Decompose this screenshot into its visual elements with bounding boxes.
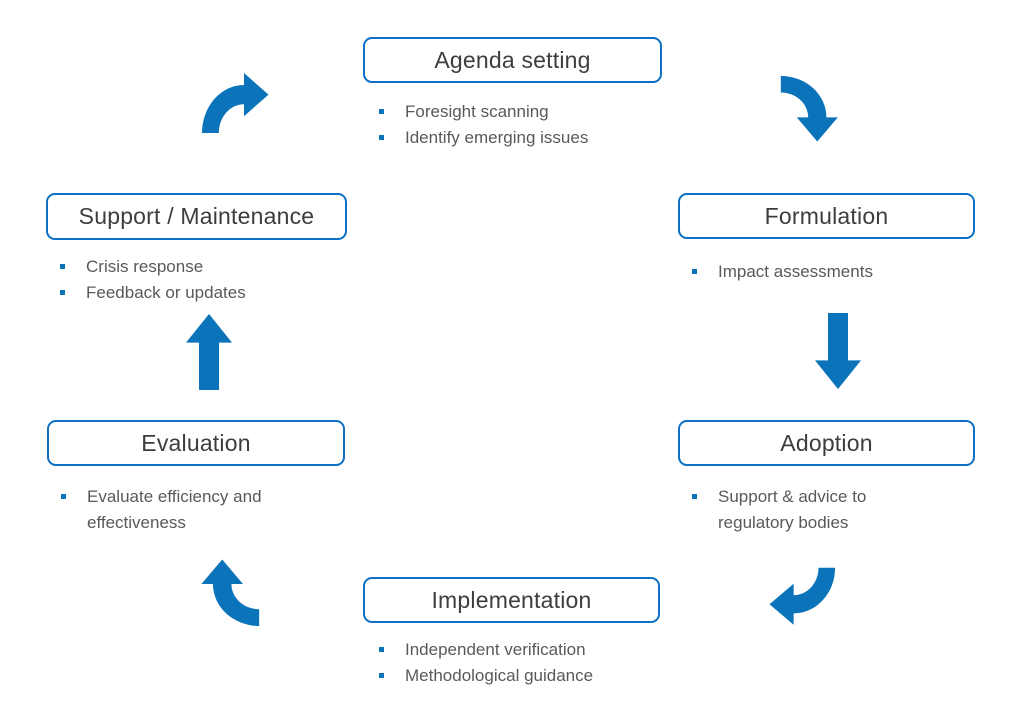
arrow-formulation-to-adoption-icon bbox=[813, 313, 863, 390]
list-item: Support & advice to regulatory bodies bbox=[692, 484, 975, 536]
bullet-square-icon bbox=[61, 494, 66, 499]
list-item: Crisis response bbox=[60, 254, 347, 280]
stage-formulation: Formulation Impact assessments bbox=[678, 193, 975, 285]
stage-bullets: Support & advice to regulatory bodies bbox=[678, 484, 975, 536]
list-item: Impact assessments bbox=[692, 259, 975, 285]
stage-title: Formulation bbox=[764, 202, 889, 229]
list-item: Evaluate efficiency and effectiveness bbox=[61, 484, 345, 536]
stage-evaluation: Evaluation Evaluate efficiency and effec… bbox=[47, 420, 345, 536]
list-item: Feedback or updates bbox=[60, 280, 347, 306]
stage-support-maintenance: Support / Maintenance Crisis response Fe… bbox=[46, 193, 347, 306]
stage-box-implementation: Implementation bbox=[363, 577, 660, 623]
stage-agenda-setting: Agenda setting Foresight scanning Identi… bbox=[363, 37, 662, 151]
list-item: Identify emerging issues bbox=[379, 125, 662, 151]
bullet-square-icon bbox=[692, 494, 697, 499]
bullet-square-icon bbox=[692, 269, 697, 274]
arrow-evaluation-to-support-icon bbox=[184, 313, 234, 390]
stage-implementation: Implementation Independent verification … bbox=[363, 577, 660, 689]
bullet-square-icon bbox=[379, 673, 384, 678]
stage-title: Agenda setting bbox=[434, 46, 591, 73]
list-item: Independent verification bbox=[379, 637, 660, 663]
stage-title: Adoption bbox=[780, 429, 873, 456]
stage-bullets: Foresight scanning Identify emerging iss… bbox=[363, 99, 662, 151]
bullet-square-icon bbox=[379, 135, 384, 140]
stage-title: Evaluation bbox=[141, 429, 251, 456]
bullet-square-icon bbox=[60, 264, 65, 269]
bullet-square-icon bbox=[379, 109, 384, 114]
stage-box-formulation: Formulation bbox=[678, 193, 975, 239]
stage-bullets: Independent verification Methodological … bbox=[363, 637, 660, 689]
arrow-support-to-agenda-icon bbox=[195, 57, 272, 137]
stage-box-support-maintenance: Support / Maintenance bbox=[46, 193, 347, 240]
arrow-implementation-to-evaluation-icon bbox=[186, 556, 263, 633]
stage-title: Support / Maintenance bbox=[78, 203, 315, 229]
list-item: Methodological guidance bbox=[379, 663, 660, 689]
stage-adoption: Adoption Support & advice to regulatory … bbox=[678, 420, 975, 536]
stage-box-agenda-setting: Agenda setting bbox=[363, 37, 662, 83]
stage-bullets: Crisis response Feedback or updates bbox=[46, 254, 347, 306]
arrow-agenda-to-formulation-icon bbox=[777, 69, 853, 145]
stage-box-evaluation: Evaluation bbox=[47, 420, 345, 466]
bullet-square-icon bbox=[379, 647, 384, 652]
stage-box-adoption: Adoption bbox=[678, 420, 975, 466]
stage-title: Implementation bbox=[431, 586, 592, 613]
arrow-adoption-to-implementation-icon bbox=[766, 564, 842, 640]
stage-bullets: Evaluate efficiency and effectiveness bbox=[47, 484, 345, 536]
stage-bullets: Impact assessments bbox=[678, 259, 975, 285]
bullet-square-icon bbox=[60, 290, 65, 295]
list-item: Foresight scanning bbox=[379, 99, 662, 125]
